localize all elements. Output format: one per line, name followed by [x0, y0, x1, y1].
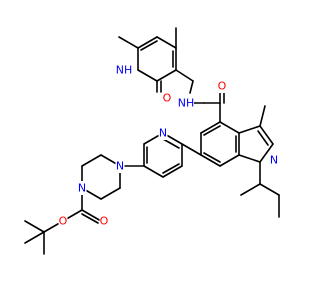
bond — [24, 231, 45, 244]
bond — [118, 36, 139, 49]
bond — [137, 36, 158, 49]
bond — [259, 105, 266, 127]
atom-label-o-amide: O — [218, 80, 227, 93]
atom-label-background — [217, 79, 227, 93]
molecule-svg: NH O NH O N N N N O O — [24, 27, 280, 255]
bond — [259, 143, 274, 163]
bond — [257, 130, 269, 146]
bond — [240, 183, 261, 196]
atom-label-n-pyridine: N — [159, 127, 167, 140]
atom-label-layer: NH O NH O N N N N O O — [58, 63, 279, 228]
bond — [100, 187, 121, 200]
bond — [156, 36, 177, 49]
bond — [81, 154, 102, 167]
bond — [175, 69, 194, 82]
bond — [200, 121, 221, 134]
bond — [181, 143, 202, 156]
atom-label-n-indole: N — [270, 154, 278, 167]
bond — [219, 154, 240, 167]
atom-label-nh-amide: NH — [178, 97, 195, 110]
bond — [238, 154, 261, 163]
bond — [203, 125, 221, 136]
bond — [162, 165, 183, 178]
atom-label-background — [77, 181, 87, 195]
atom-label-background — [115, 159, 125, 173]
bond — [81, 213, 99, 224]
bond — [24, 220, 45, 233]
bond — [259, 183, 280, 196]
atom-label-o-ester: O — [59, 215, 68, 228]
bond-layer — [24, 27, 280, 255]
bond — [189, 80, 194, 94]
atom-label-background — [116, 63, 132, 77]
atom-label-n-pip-bottom: N — [78, 182, 86, 195]
bond — [140, 40, 158, 51]
bond — [200, 154, 221, 167]
atom-label-n-pip-top: N — [116, 160, 124, 173]
bond — [259, 125, 274, 145]
atom-label-nh-pyridone: NH — [116, 64, 133, 77]
atom-label-background — [178, 96, 194, 110]
bond — [137, 69, 158, 82]
atom-label-background — [58, 214, 68, 228]
bond — [203, 152, 221, 163]
atom-label-background — [158, 126, 168, 140]
atom-label-background — [162, 91, 172, 105]
bond — [219, 121, 240, 134]
bond — [162, 138, 180, 149]
bond — [238, 125, 261, 134]
atom-label-background — [269, 153, 279, 167]
atom-label-o-pyridone: O — [163, 92, 172, 105]
atom-label-o-carbonyl: O — [100, 215, 109, 228]
bond — [81, 209, 102, 222]
bond — [162, 163, 180, 174]
bond — [156, 69, 177, 82]
molecule-structure-diagram: NH O NH O N N N N O O — [24, 27, 280, 255]
atom-label-background — [99, 214, 109, 228]
bond — [143, 165, 164, 178]
